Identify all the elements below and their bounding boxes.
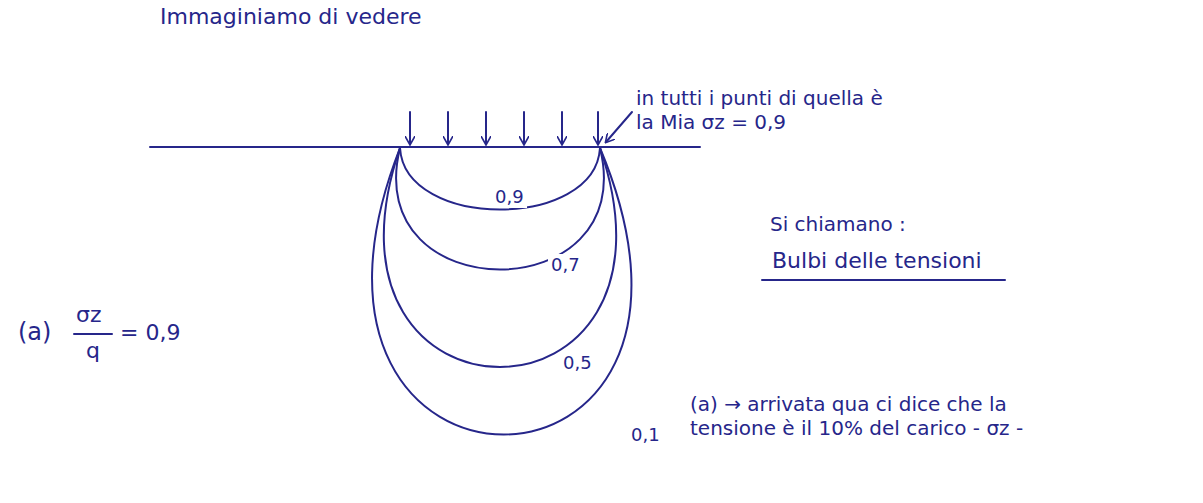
load-arrow [597, 112, 599, 144]
bulb-value: 0,9 [492, 186, 527, 208]
ground-surface [150, 146, 700, 148]
underline [762, 279, 1005, 281]
note-text: Immaginiamo di vedere [160, 4, 460, 30]
stress-bulb [400, 148, 600, 210]
callout-note: in tutti i punti di quella è la Mia σz =… [636, 86, 906, 134]
term-title: Bulbi delle tensioni [772, 248, 982, 274]
note-text: Si chiamano : [770, 212, 906, 236]
fraction-bar [74, 333, 112, 335]
case-label: (a) [18, 318, 51, 347]
load-arrow [523, 112, 525, 144]
bulb-value: 0,1 [628, 424, 663, 446]
note-text: (a) → arrivata qua ci dice che la tensio… [690, 392, 1050, 440]
fraction-value: = 0,9 [120, 320, 180, 346]
load-arrow [561, 112, 563, 144]
fraction-numerator: σz [76, 302, 102, 328]
bulb-value: 0,5 [560, 352, 595, 374]
fraction-denominator: q [86, 338, 100, 364]
load-arrow [409, 112, 411, 144]
load-arrow [485, 112, 487, 144]
stress-bulb [396, 148, 604, 270]
stress-bulb [372, 148, 631, 435]
stress-bulb [384, 148, 616, 367]
leader-line [606, 112, 632, 142]
bulb-value: 0,7 [548, 254, 583, 276]
load-arrow [447, 112, 449, 144]
